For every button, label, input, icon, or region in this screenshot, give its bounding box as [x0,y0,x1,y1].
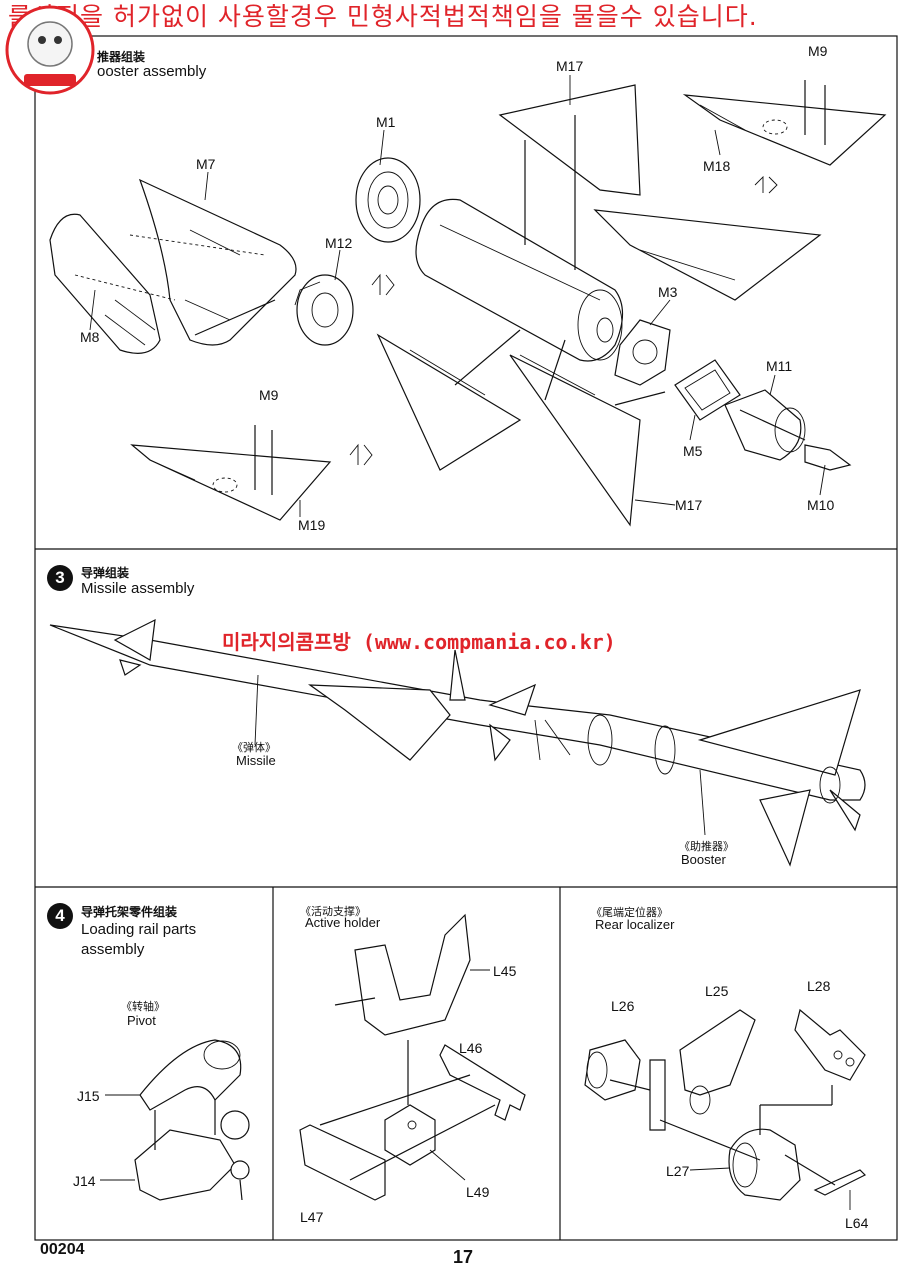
hatch-arrow-icon [349,443,373,466]
part-label-l47: L47 [300,1209,324,1225]
part-label-l28: L28 [807,978,831,994]
rail-l46 [439,1044,526,1121]
booster-ring-m1 [355,157,421,243]
hatch-arrow-icon [754,175,778,194]
step3-title-cn: 导弹组装 [81,566,130,580]
rail-l47 [299,1124,386,1201]
step4-title-en-line2: assembly [81,941,145,958]
fin-m18 [682,94,887,166]
rear-localizer-label-en: Rear localizer [595,917,675,932]
booster-shell-m8 [49,213,161,354]
page-frame [34,35,898,1241]
localizer-l27 [728,1128,801,1201]
part-label-j15: J15 [77,1088,100,1104]
part-label-m8: M8 [80,329,100,345]
localizer-l28 [794,1008,866,1081]
part-label-l49: L49 [466,1184,490,1200]
part-label-m11: M11 [766,358,793,374]
step2-title-en: ooster assembly [97,63,207,80]
part-label-m5: M5 [683,443,703,459]
part-label-m19: M19 [298,517,326,533]
booster-body [415,198,624,362]
missile-label-en: Missile [236,753,276,768]
booster-cap-m12 [294,274,354,346]
missile-label-cn: 《弹体》 [232,742,276,754]
part-label-l45: L45 [493,963,517,979]
missile-drawing [49,618,866,867]
page-number: 17 [453,1247,474,1267]
part-label-m9: M9 [259,387,279,403]
localizer-l64 [813,1169,867,1196]
top-watermark: 를사진을 허가없이 사용할경우 민형사적법적책임을 물을수 있습니다. [8,2,758,31]
booster-label-en: Booster [681,852,726,867]
igniter-m10 [804,444,852,471]
booster-label-cn: 《助推器》 [679,841,734,853]
part-label-l26: L26 [611,998,635,1014]
fin-m17-top [498,84,641,270]
part-label-l27: L27 [666,1163,690,1179]
part-label-m10: M10 [807,497,835,513]
step4-number-badge: 4 [47,903,73,929]
localizer-l25 [649,1009,756,1131]
block-l49 [384,1104,436,1166]
part-label-l46: L46 [459,1040,483,1056]
part-label-m7: M7 [196,156,216,172]
step4-title-cn: 导弹托架零件组装 [81,905,178,919]
part-label-m17: M17 [556,58,584,74]
fin-m19 [130,444,332,521]
part-label-l25: L25 [705,983,729,999]
product-code: 00204 [40,1241,85,1258]
middle-watermark: 미라지의콤프방 (www.compmania.co.kr) [222,630,616,654]
pivot-part-j15 [139,1039,242,1111]
part-label-j14: J14 [73,1173,96,1189]
plate-m5 [674,359,741,421]
active-holder-l45 [334,913,471,1036]
watermark-logo-icon [5,5,95,95]
part-label-m9: M9 [808,43,828,59]
part-label-l64: L64 [845,1215,869,1231]
pivot-label-en: Pivot [127,1013,156,1028]
rear-localizer-label-cn: 《尾端定位器》 [591,907,668,919]
fin-m17-right [593,209,822,301]
step3-number-badge: 3 [47,565,73,591]
step2-title-cn: 推器组装 [97,50,146,64]
booster-shell-m7 [138,178,297,346]
part-label-m12: M12 [325,235,353,251]
nozzle-m11 [724,389,806,461]
part-label-m18: M18 [703,158,731,174]
step4-title-en-line1: Loading rail parts [81,921,197,938]
part-label-m1: M1 [376,114,396,130]
fin-m17-bottom [509,354,641,527]
part-label-m3: M3 [658,284,678,300]
hatch-arrow-icon [371,273,395,296]
nozzle-mount-m3 [614,319,671,386]
localizer-l26 [584,1039,641,1101]
active-holder-label-cn: 《活动支撑》 [300,906,366,918]
pivot-part-j14 [134,1110,250,1201]
active-holder-label-en: Active holder [305,915,381,930]
part-label-m17: M17 [675,497,703,513]
pivot-label-cn: 《转轴》 [121,1001,165,1013]
step3-title-en: Missile assembly [81,580,195,597]
fin-m17-left [376,333,522,471]
